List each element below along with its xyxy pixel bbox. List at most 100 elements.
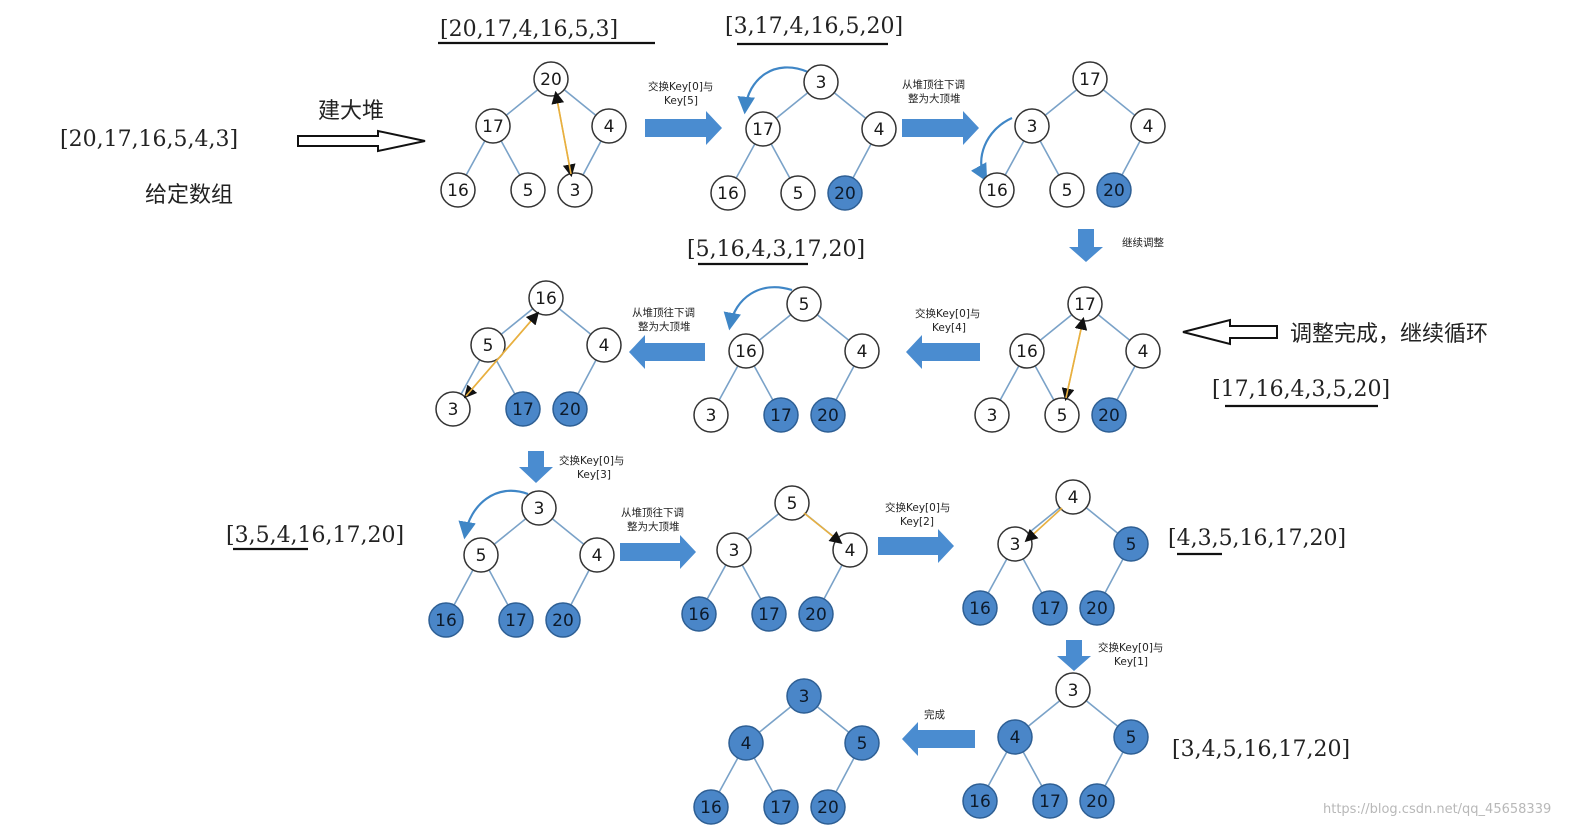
swap-line-t6-back [465, 311, 540, 397]
heap-node [979, 172, 1015, 208]
caption-cont: 继续调整 [1122, 236, 1164, 249]
arrow-swap3 [519, 451, 553, 483]
arrow-swap2 [878, 529, 954, 563]
caption-down1-line1: 从堆顶往下调 [902, 78, 965, 91]
node-value: 17 [1039, 599, 1061, 619]
node-value: 16 [1016, 342, 1038, 362]
sorted-node [545, 602, 581, 638]
heap-node [1072, 61, 1108, 97]
array-a2: [3,17,4,16,5,20] [725, 14, 903, 39]
caption-swap2-line2: Key[2] [900, 516, 934, 528]
node-value: 3 [1068, 681, 1079, 701]
heap-node [786, 286, 822, 322]
curve-arrow-t5 [723, 286, 793, 331]
given-array: [20,17,16,5,4,3] [60, 127, 238, 152]
heap-node [974, 397, 1010, 433]
node-value: 5 [1126, 535, 1137, 555]
caption-swap1-line2: Key[1] [1114, 656, 1148, 668]
heap-node [716, 532, 752, 568]
node-value: 4 [874, 120, 885, 140]
node-value: 5 [476, 546, 487, 566]
caption-down2-line2: 整为大顶堆 [638, 320, 691, 333]
caption-swap5-line1: 交换Key[0]与 [648, 80, 713, 93]
node-value: 3 [570, 181, 581, 201]
node-value: 17 [482, 117, 504, 137]
sorted-node [1113, 526, 1149, 562]
heap-node [1055, 479, 1091, 515]
build-heap-label: 建大堆 [318, 99, 384, 124]
heap-node [1130, 108, 1166, 144]
sorted-node [810, 789, 846, 825]
array-a3: [5,16,4,3,17,20] [687, 237, 865, 262]
heap-node [521, 490, 557, 526]
node-value: 5 [793, 184, 804, 204]
heap-node [475, 108, 511, 144]
sorted-node [763, 789, 799, 825]
caption-swap2-line1: 交换Key[0]与 [885, 501, 950, 514]
arrow-swap4 [906, 335, 980, 369]
node-value: 17 [1079, 70, 1101, 90]
caption-swap1-line1: 交换Key[0]与 [1098, 641, 1163, 654]
heap-node [1049, 172, 1085, 208]
node-value: 20 [1086, 792, 1108, 812]
caption-done: 完成 [924, 708, 945, 721]
node-value: 4 [1010, 728, 1021, 748]
swap-line-t8 [803, 512, 843, 545]
heap-node [780, 175, 816, 211]
node-value: 4 [741, 734, 752, 754]
node-value: 3 [816, 73, 827, 93]
node-value: 16 [535, 289, 557, 309]
sorted-node [1096, 172, 1132, 208]
sorted-node [786, 678, 822, 714]
caption-swap4-line1: 交换Key[0]与 [915, 307, 980, 320]
sorted-node [1032, 783, 1068, 819]
node-value: 16 [735, 342, 757, 362]
node-value: 3 [706, 406, 717, 426]
sorted-node [681, 596, 717, 632]
sorted-node [827, 175, 863, 211]
node-value: 17 [752, 120, 774, 140]
node-value: 20 [817, 798, 839, 818]
array-a4: [17,16,4,3,5,20] [1212, 377, 1390, 402]
arrow-done [902, 722, 975, 756]
heap-node [728, 333, 764, 369]
node-value: 3 [448, 400, 459, 420]
node-value: 20 [1103, 181, 1125, 201]
node-value: 3 [1010, 535, 1021, 555]
arrow-down2 [629, 335, 705, 369]
sorted-node [428, 602, 464, 638]
heap-node [745, 111, 781, 147]
node-value: 3 [534, 499, 545, 519]
node-value: 17 [770, 798, 792, 818]
sorted-node [1113, 719, 1149, 755]
node-value: 16 [447, 181, 469, 201]
node-value: 4 [845, 541, 856, 561]
caption-down3-line1: 从堆顶往下调 [621, 506, 684, 519]
node-value: 17 [758, 605, 780, 625]
node-value: 5 [1126, 728, 1137, 748]
node-value: 4 [1068, 488, 1079, 508]
node-value: 4 [1138, 342, 1149, 362]
heap-node [1014, 108, 1050, 144]
arrow-swap5 [645, 111, 722, 145]
heap-node [528, 280, 564, 316]
array-a1: [20,17,4,16,5,3] [440, 17, 618, 42]
node-value: 17 [512, 400, 534, 420]
heap-node [774, 485, 810, 521]
heap-node [1009, 333, 1045, 369]
arrow-down3 [620, 535, 696, 569]
sorted-node [1091, 397, 1127, 433]
heap-node [510, 172, 546, 208]
heap-node [463, 537, 499, 573]
node-value: 3 [729, 541, 740, 561]
heap-node [591, 108, 627, 144]
heap-node [435, 391, 471, 427]
node-value: 20 [540, 70, 562, 90]
heap-node [710, 175, 746, 211]
heap-node [844, 333, 880, 369]
